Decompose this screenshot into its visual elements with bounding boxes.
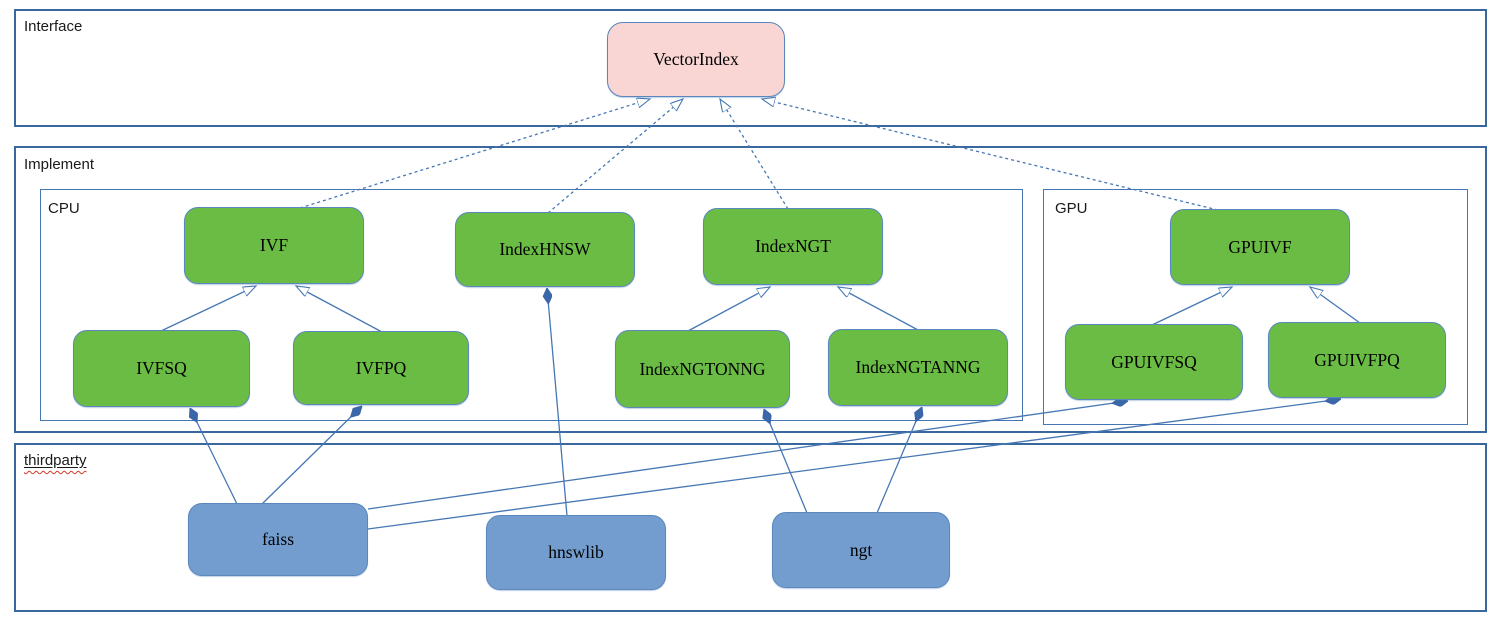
node-indexngtanng: IndexNGTANNG: [828, 329, 1008, 406]
node-indexngtonng: IndexNGTONNG: [615, 330, 790, 408]
node-indexhnsw-label: IndexHNSW: [499, 239, 591, 259]
implement-label: Implement: [24, 156, 95, 173]
node-ivfpq-label: IVFPQ: [355, 357, 407, 378]
gpu-label: GPU: [1055, 200, 1088, 217]
node-indexngt-label: IndexNGT: [755, 236, 831, 256]
node-faiss-label: faiss: [261, 529, 295, 549]
node-gpuivfpq: GPUIVFPQ: [1268, 322, 1446, 398]
node-indexhnsw: IndexHNSW: [455, 212, 635, 287]
cpu-label: CPU: [48, 200, 80, 217]
node-ivf: IVF: [184, 207, 364, 284]
node-gpuivf: GPUIVF: [1170, 209, 1350, 285]
thirdparty-label: thirdparty: [24, 452, 87, 470]
node-vectorindex-label: VectorIndex: [653, 49, 739, 69]
node-gpuivfsq-label: GPUIVFSQ: [1111, 351, 1197, 372]
interface-label: Interface: [24, 18, 83, 35]
node-ivf-label: IVF: [259, 235, 289, 255]
node-indexngtonng-label: IndexNGTONNG: [639, 358, 766, 379]
node-gpuivfsq: GPUIVFSQ: [1065, 324, 1243, 400]
thirdparty-label-text: thirdparty: [24, 452, 87, 469]
node-ngt-label: ngt: [849, 539, 873, 560]
node-gpuivf-label: GPUIVF: [1228, 236, 1292, 257]
node-indexngt: IndexNGT: [703, 208, 883, 285]
node-faiss: faiss: [188, 503, 368, 576]
node-ivfsq-label: IVFSQ: [136, 358, 187, 378]
node-ivfpq: IVFPQ: [293, 331, 469, 405]
node-gpuivfpq-label: GPUIVFPQ: [1314, 349, 1400, 370]
node-vectorindex: VectorIndex: [607, 22, 785, 97]
node-indexngtanng-label: IndexNGTANNG: [855, 357, 981, 377]
node-ivfsq: IVFSQ: [73, 330, 250, 407]
node-ngt: ngt: [772, 512, 950, 588]
node-hnswlib-label: hnswlib: [548, 542, 604, 562]
node-hnswlib: hnswlib: [486, 515, 666, 590]
